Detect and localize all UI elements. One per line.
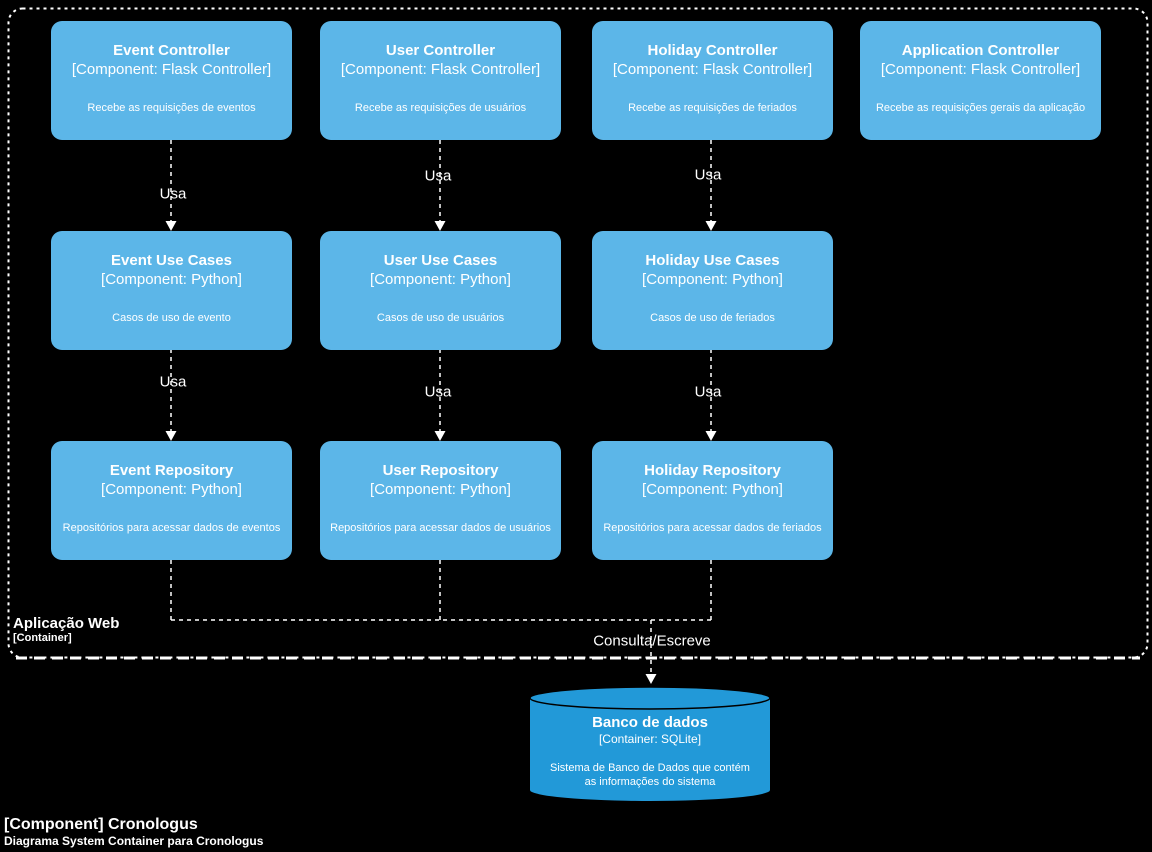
node-holiday-use-cases: Holiday Use Cases [Component: Python] Ca… [592, 231, 833, 350]
edge-label-usa: Usa [424, 383, 452, 401]
database-cylinder-body [530, 698, 770, 801]
node-description: Repositórios para acessar dados de event… [62, 522, 281, 534]
edge-label-usa: Usa [694, 383, 722, 401]
node-description: Repositórios para acessar dados de feria… [603, 522, 822, 534]
node-event-repository: Event Repository [Component: Python] Rep… [51, 441, 292, 560]
node-description: Repositórios para acessar dados de usuár… [330, 522, 551, 534]
node-user-repository: User Repository [Component: Python] Repo… [320, 441, 561, 560]
node-title: Holiday Controller [647, 42, 778, 59]
database-cylinder-top [529, 686, 771, 710]
diagram-caption-subtitle: Diagrama System Container para Cronologu… [4, 834, 264, 849]
diagram-caption: [Component] Cronologus Diagrama System C… [4, 815, 263, 849]
node-technology: [Component: Python] [101, 271, 242, 288]
arrowhead-icon [645, 674, 657, 684]
node-title: Holiday Use Cases [645, 252, 780, 269]
node-database: Banco de dados [Container: SQLite] Siste… [530, 706, 770, 789]
edge-label-usa: Usa [159, 185, 187, 203]
node-description: Recebe as requisições gerais da aplicaçã… [875, 102, 1086, 114]
node-technology: [Component: Python] [642, 481, 783, 498]
node-title: User Use Cases [383, 252, 498, 269]
database-technology: [Container: SQLite] [598, 732, 702, 746]
arrowhead-icon [165, 221, 177, 231]
node-holiday-repository: Holiday Repository [Component: Python] R… [592, 441, 833, 560]
database-title: Banco de dados [592, 714, 708, 731]
node-technology: [Component: Python] [101, 481, 242, 498]
node-technology: [Component: Flask Controller] [612, 61, 813, 78]
node-title: Application Controller [901, 42, 1060, 59]
edge-label-usa: Usa [694, 166, 722, 184]
node-user-use-cases: User Use Cases [Component: Python] Casos… [320, 231, 561, 350]
node-title: User Repository [382, 462, 499, 479]
node-application-controller: Application Controller [Component: Flask… [860, 21, 1101, 140]
node-description: Casos de uso de evento [112, 312, 231, 324]
node-title: Event Controller [113, 42, 230, 59]
arrowhead-icon [434, 221, 446, 231]
node-user-controller: User Controller [Component: Flask Contro… [320, 21, 561, 140]
diagram-caption-title: [Component] Cronologus [4, 816, 198, 833]
node-title: User Controller [385, 42, 496, 59]
node-event-controller: Event Controller [Component: Flask Contr… [51, 21, 292, 140]
arrowhead-icon [705, 221, 717, 231]
node-holiday-controller: Holiday Controller [Component: Flask Con… [592, 21, 833, 140]
node-description: Recebe as requisições de eventos [87, 102, 256, 114]
node-technology: [Component: Flask Controller] [340, 61, 541, 78]
node-description: Recebe as requisições de usuários [354, 102, 527, 114]
database-description: Sistema de Banco de Dados que contém as … [550, 762, 750, 788]
edge-label-consulta-escreve: Consulta/Escreve [593, 632, 711, 650]
web-app-boundary-label: Aplicação Web [Container] [13, 615, 119, 645]
node-description: Casos de uso de usuários [376, 312, 505, 324]
node-technology: [Component: Python] [370, 271, 511, 288]
node-title: Event Repository [109, 462, 234, 479]
arrowhead-icon [434, 431, 446, 441]
boundary-subtitle: [Container] [13, 632, 72, 645]
edge-label-usa: Usa [424, 167, 452, 185]
edge-label-usa: Usa [159, 373, 187, 391]
node-description: Casos de uso de feriados [650, 312, 775, 324]
node-event-use-cases: Event Use Cases [Component: Python] Caso… [51, 231, 292, 350]
node-technology: [Component: Flask Controller] [880, 61, 1081, 78]
node-title: Event Use Cases [111, 252, 232, 269]
boundary-title: Aplicação Web [13, 615, 120, 632]
node-technology: [Component: Python] [370, 481, 511, 498]
node-technology: [Component: Flask Controller] [71, 61, 272, 78]
node-title: Holiday Repository [644, 462, 781, 479]
node-description: Recebe as requisições de feriados [628, 102, 797, 114]
arrowhead-icon [705, 431, 717, 441]
node-technology: [Component: Python] [642, 271, 783, 288]
arrowhead-icon [165, 431, 177, 441]
